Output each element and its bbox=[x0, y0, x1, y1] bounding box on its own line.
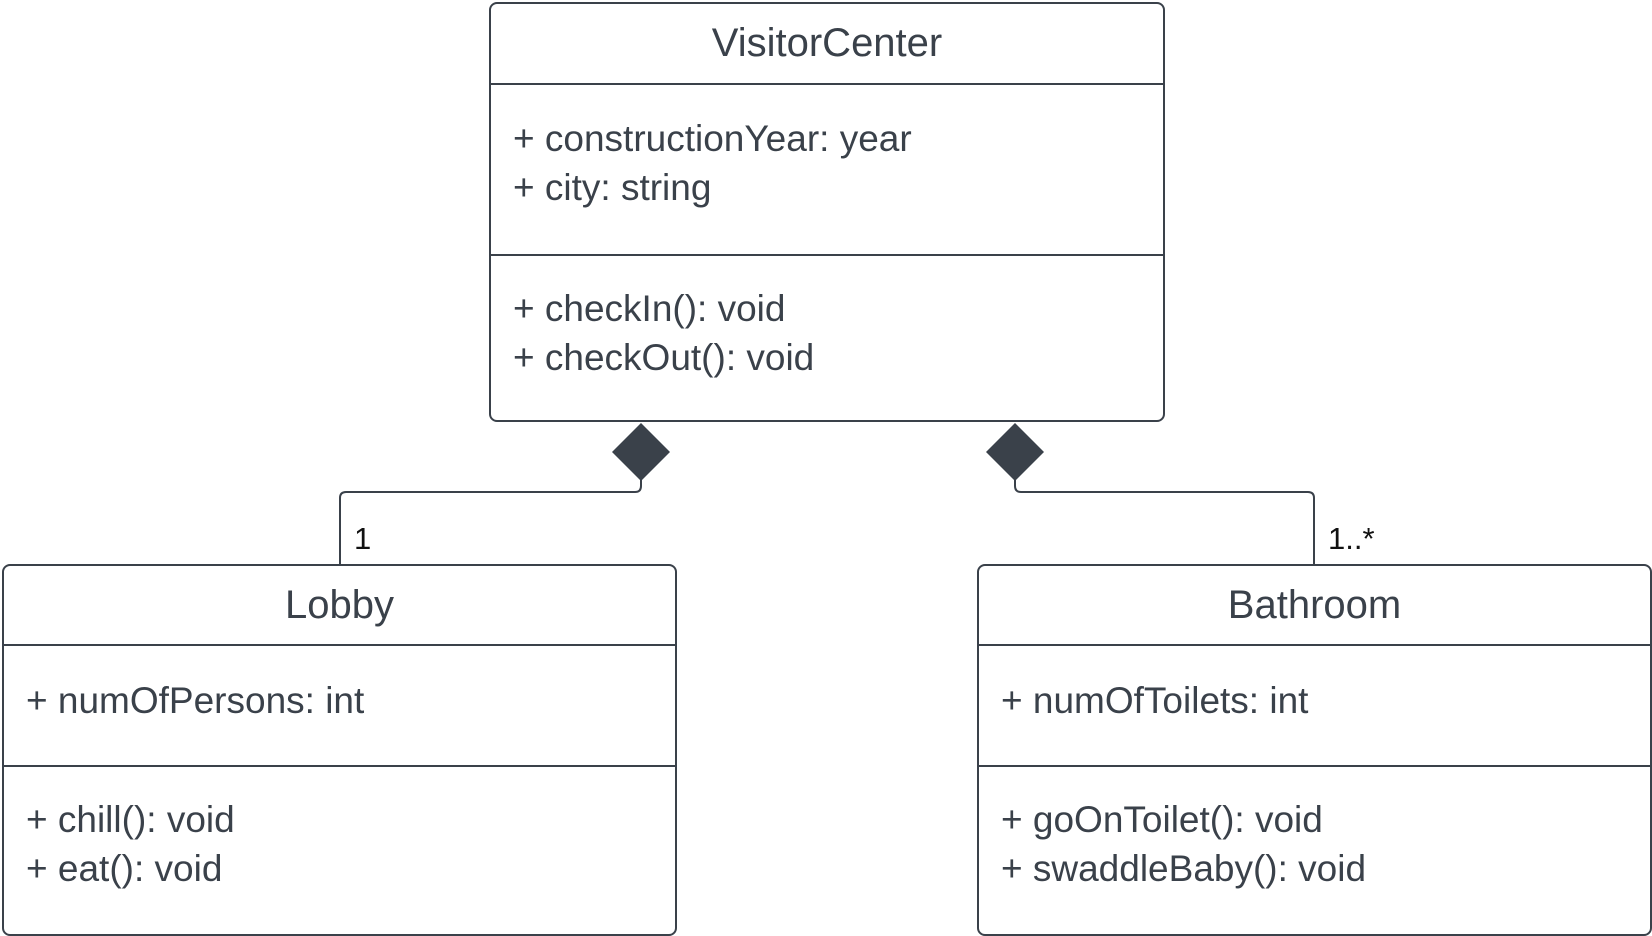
composition-diamond-lobby bbox=[612, 423, 670, 481]
method: + goOnToilet(): void bbox=[1001, 799, 1323, 840]
class-attributes: + constructionYear: year + city: string bbox=[491, 85, 1163, 256]
attribute: + numOfPersons: int bbox=[26, 680, 365, 721]
class-methods: + chill(): void + eat(): void bbox=[4, 767, 675, 893]
multiplicity-lobby: 1 bbox=[354, 521, 372, 556]
class-name: Bathroom bbox=[979, 566, 1650, 646]
method: + checkOut(): void bbox=[513, 337, 815, 378]
attribute: + city: string bbox=[513, 167, 712, 208]
class-bathroom[interactable]: Bathroom + numOfToilets: int + goOnToile… bbox=[977, 564, 1652, 936]
multiplicity-bathroom: 1..* bbox=[1328, 521, 1375, 556]
attribute: + numOfToilets: int bbox=[1001, 680, 1309, 721]
method: + swaddleBaby(): void bbox=[1001, 848, 1367, 889]
class-name: VisitorCenter bbox=[491, 4, 1163, 85]
composition-visitorcenter-bathroom[interactable] bbox=[986, 423, 1315, 564]
composition-visitorcenter-lobby[interactable] bbox=[339, 423, 670, 564]
composition-diamond-bathroom bbox=[986, 423, 1044, 481]
class-visitor-center[interactable]: VisitorCenter + constructionYear: year +… bbox=[489, 2, 1165, 422]
method: + chill(): void bbox=[26, 799, 235, 840]
class-name: Lobby bbox=[4, 566, 675, 646]
composition-line-bathroom bbox=[1014, 480, 1315, 564]
class-methods: + goOnToilet(): void + swaddleBaby(): vo… bbox=[979, 767, 1650, 893]
method: + checkIn(): void bbox=[513, 288, 786, 329]
composition-line-lobby bbox=[339, 480, 642, 564]
class-methods: + checkIn(): void + checkOut(): void bbox=[491, 256, 1163, 382]
class-lobby[interactable]: Lobby + numOfPersons: int + chill(): voi… bbox=[2, 564, 677, 936]
class-attributes: + numOfPersons: int bbox=[4, 646, 675, 767]
attribute: + constructionYear: year bbox=[513, 118, 912, 159]
class-attributes: + numOfToilets: int bbox=[979, 646, 1650, 767]
method: + eat(): void bbox=[26, 848, 223, 889]
